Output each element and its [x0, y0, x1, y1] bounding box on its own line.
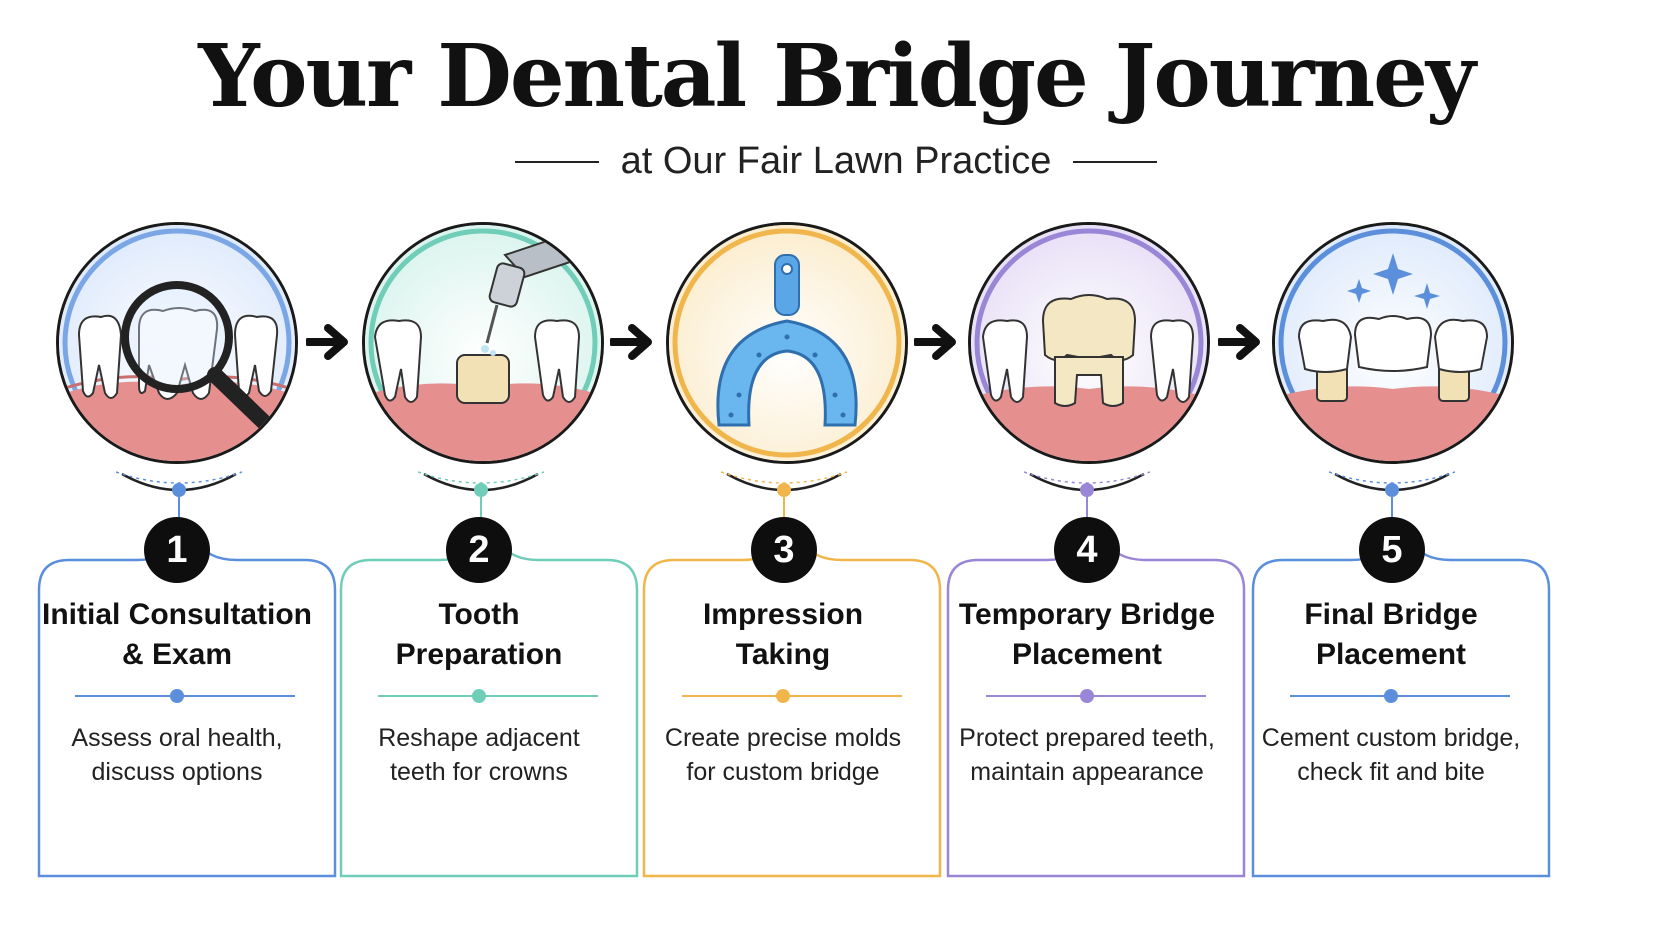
step-5-divider-dot — [1384, 689, 1398, 703]
step-2-connector — [418, 471, 544, 518]
page-title: Your Dental Bridge Journey — [198, 26, 1476, 127]
final-bridge-sparkle-icon — [1272, 222, 1514, 464]
step-2-title-line2: Preparation — [395, 638, 563, 671]
step-4-title-line1: Temporary Bridge — [958, 598, 1216, 631]
step-4-desc-line2: maintain appearance — [970, 758, 1204, 786]
dental-drill-tooth-icon — [362, 222, 604, 464]
step-4-connector — [1024, 471, 1150, 518]
step-5-title-line1: Final Bridge — [1304, 598, 1478, 631]
arrow-right-icon — [306, 324, 348, 360]
step-3-connector — [721, 471, 847, 518]
step-5-title-line2: Placement — [1315, 638, 1467, 671]
step-2-divider-dot — [472, 689, 486, 703]
step-3-number-badge: 3 — [751, 517, 817, 583]
step-1-desc-line2: discuss options — [91, 758, 263, 786]
step-3-divider — [682, 695, 902, 697]
subtitle-rule-left — [514, 160, 599, 163]
impression-tray-icon — [666, 222, 908, 464]
step-2-title-line1: Tooth — [438, 598, 520, 631]
step-3-title-line1: Impression — [702, 598, 864, 631]
step-1-title-line1: Initial Consultation — [42, 598, 312, 631]
page-subtitle: at Our Fair Lawn Practice — [620, 140, 1052, 182]
step-5-divider — [1290, 695, 1510, 697]
step-2-number-badge: 2 — [446, 517, 512, 583]
step-3-divider-dot — [776, 689, 790, 703]
step-3-title-line2: Taking — [735, 638, 831, 671]
step-4-title-line2: Placement — [1011, 638, 1163, 671]
step-3-desc-line1: Create precise molds — [664, 724, 902, 752]
step-5-connector — [1329, 471, 1455, 518]
step-1-title-line2: & Exam — [121, 638, 233, 671]
step-4-desc-line1: Protect prepared teeth, — [959, 724, 1215, 752]
step-4-divider — [986, 695, 1206, 697]
step-4-divider-dot — [1080, 689, 1094, 703]
arrow-right-icon — [914, 324, 956, 360]
arrow-right-icon — [1218, 324, 1260, 360]
step-5-desc-line2: check fit and bite — [1297, 758, 1485, 786]
step-2-desc-line2: teeth for crowns — [390, 758, 568, 786]
temporary-bridge-icon — [968, 222, 1210, 464]
step-1-number-badge: 1 — [144, 517, 210, 583]
step-2-desc-line1: Reshape adjacent — [378, 724, 580, 752]
subtitle-row: at Our Fair Lawn Practice — [0, 140, 1672, 183]
step-1-divider-dot — [170, 689, 184, 703]
step-1-desc-line1: Assess oral health, — [71, 724, 283, 752]
step-3-desc-line2: for custom bridge — [686, 758, 880, 786]
magnifying-glass-teeth-icon — [56, 222, 298, 464]
step-1-divider — [75, 695, 295, 697]
step-5-number-badge: 5 — [1359, 517, 1425, 583]
step-5-desc-line1: Cement custom bridge, — [1261, 724, 1521, 752]
step-4-number-badge: 4 — [1054, 517, 1120, 583]
arrow-right-icon — [610, 324, 652, 360]
step-2-divider — [378, 695, 598, 697]
step-1-connector — [116, 471, 242, 518]
subtitle-rule-right — [1073, 160, 1158, 163]
